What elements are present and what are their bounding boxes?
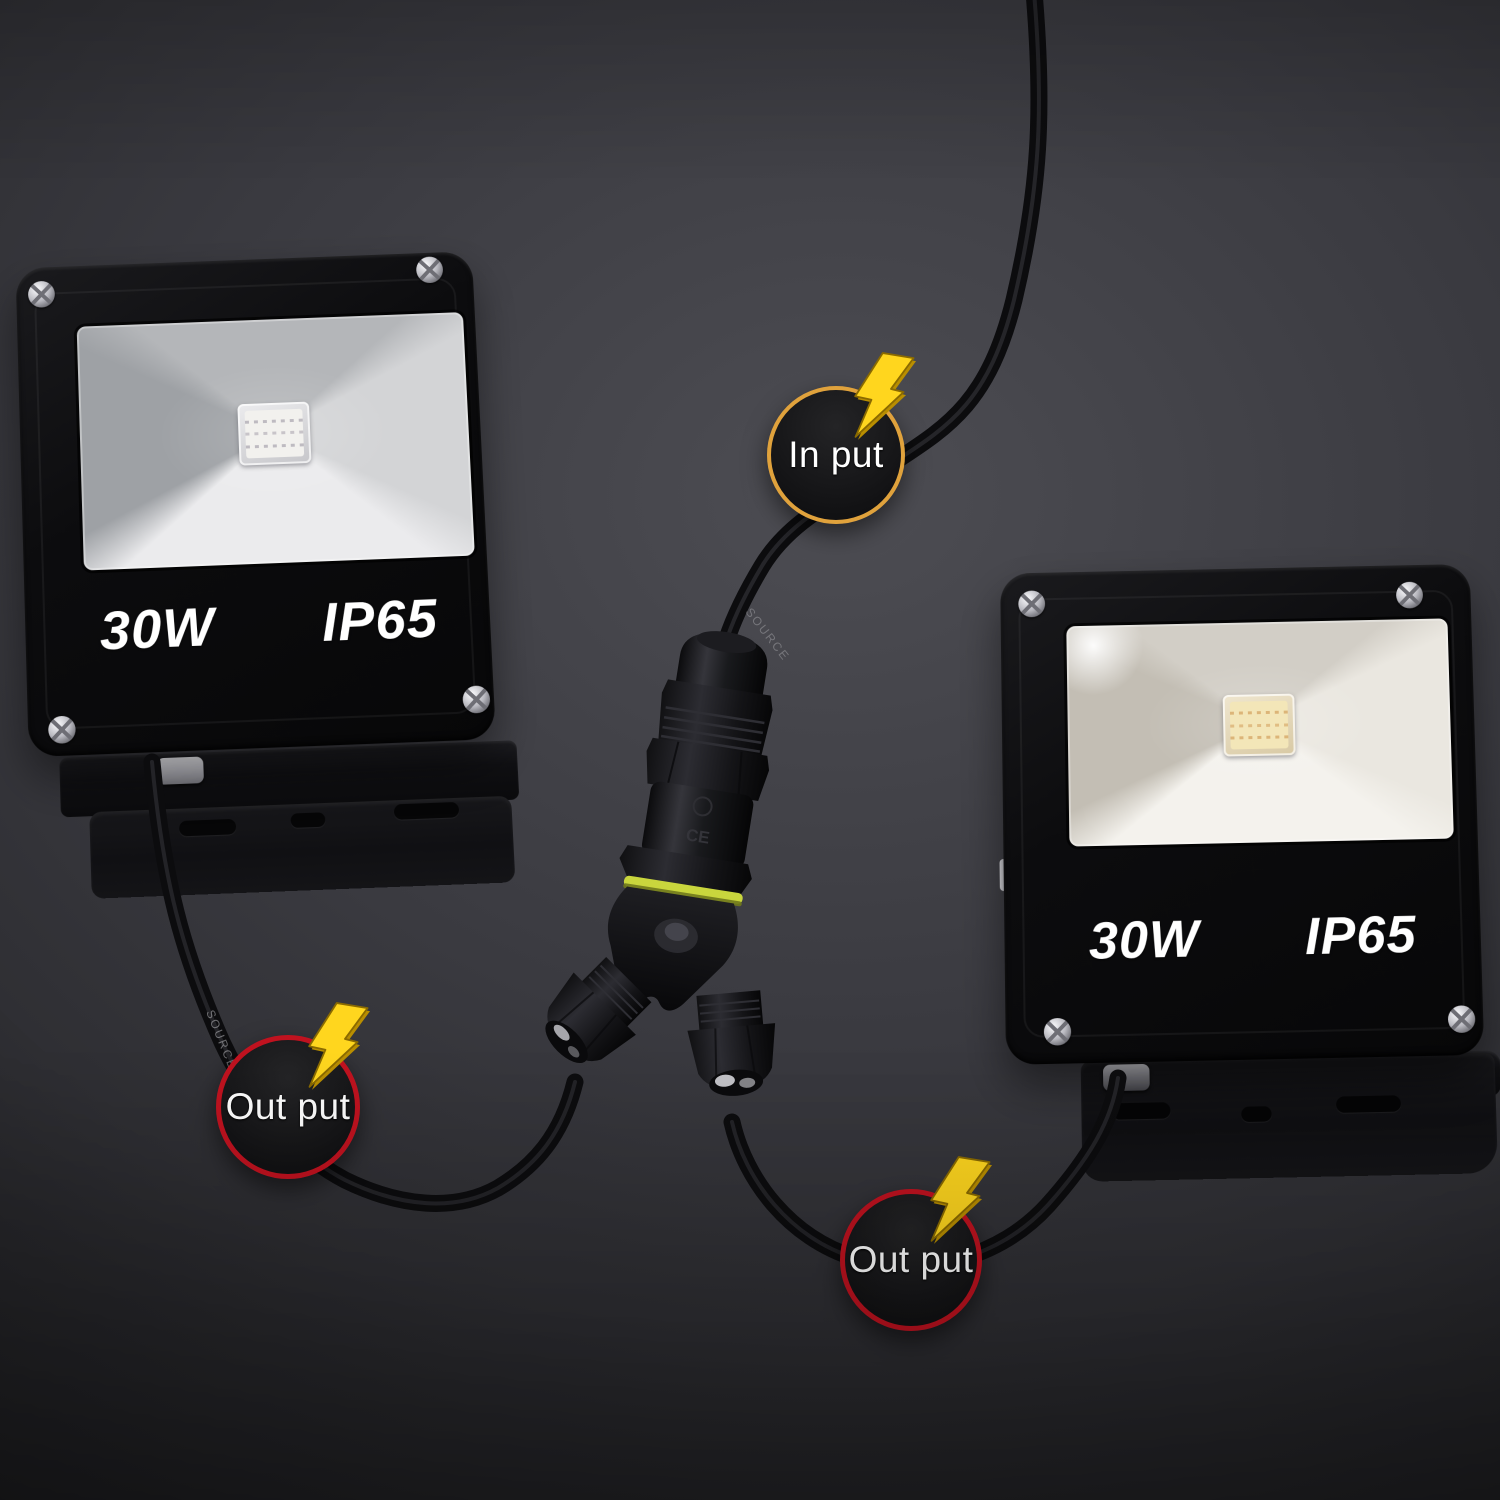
vent-slot [1335,1095,1402,1113]
vent-slot [393,801,460,820]
cable-gland [156,756,205,785]
ce-mark: CE [685,825,711,847]
vent-slot [178,818,237,837]
screw-icon [1447,1005,1476,1034]
led-die [1229,700,1289,750]
led-die [244,408,305,459]
lightning-bolt-icon [854,352,917,440]
floodlight-right: 30W IP65 [999,563,1500,1182]
wattage-label: 30W [1088,910,1200,971]
reflector [76,312,475,571]
connector-left-gland [545,956,652,1064]
led-chip [237,401,312,466]
connector-top-cap [675,632,768,699]
ip-rating-label: IP65 [320,588,440,654]
cable-gland [1102,1063,1150,1092]
lightning-bolt-icon [930,1156,993,1244]
vent-slot [1111,1102,1171,1120]
connector-hex-collar [646,737,770,801]
callout-output-left: Out put [216,1002,371,1179]
vent-slot [290,812,326,828]
input-cable: SOURCE [714,0,1048,664]
callout-input: In put [767,352,917,524]
connector-top-nut [658,679,773,757]
vent-slot [1241,1106,1272,1123]
wattage-label: 30W [98,596,216,662]
connector-body [641,781,754,869]
screw-icon [47,715,76,745]
back-housing [89,795,516,899]
connector-lower-hex [619,845,752,898]
callout-output-right: Out put [840,1156,993,1331]
floodlight-left: 30W IP65 [15,251,520,899]
floodlight-front-frame: 30W IP65 [15,251,497,758]
screw-icon [1043,1017,1072,1046]
cable-print-text: SOURCE [743,605,793,664]
ip-rating-label: IP65 [1304,905,1418,967]
y-splitter-connector: CE [545,631,776,1096]
led-chip [1222,693,1296,757]
connector-y-body [607,886,738,1011]
seal-ring [623,875,743,904]
connector-right-gland [687,990,776,1096]
floodlight-front-frame: 30W IP65 [1000,563,1485,1065]
lightning-bolt-icon [308,1002,371,1090]
screw-icon [462,685,491,714]
reflector [1066,618,1454,847]
